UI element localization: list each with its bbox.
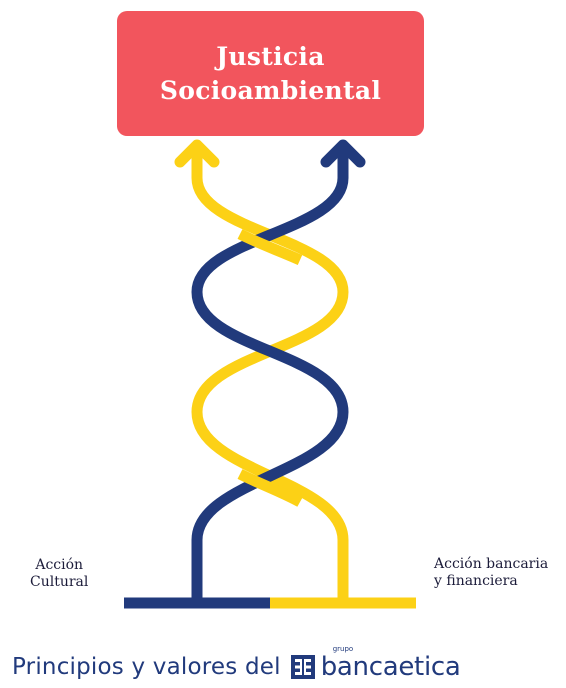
label-right-line2: y financiera [434,573,518,589]
yellow-strand-crossing-3 [237,229,303,266]
label-left-line2: Cultural [30,574,89,590]
navy-strand-middle [191,291,349,413]
navy-strand-upper [191,150,349,293]
goal-title-line2: Socioambiental [159,75,382,105]
label-right-line1: Acción bancaria [434,556,549,572]
yellow-arrow-up-icon [174,139,220,168]
bancaetica-logo-icon [290,655,315,679]
yellow-strand-crossing-1 [237,469,303,507]
footer-tagline: Principios y valores del [12,654,281,680]
goal-box: Justicia Socioambiental [117,11,424,136]
brand-name: bancaetica [320,652,461,682]
yellow-strand-upper [191,150,349,293]
label-accion-bancaria: Acción bancaria y financiera [434,556,548,590]
label-left-line1: Acción [35,557,84,573]
goal-title-line1: Justicia [216,41,325,71]
footer: Principios y valores del grupo bancaetic… [12,645,461,683]
brand-group-label: grupo [332,645,354,653]
double-helix-diagram [124,139,416,609]
label-accion-cultural: Acción Cultural [30,557,88,591]
navy-arrow-up-icon [320,139,366,168]
brand-wordmark: grupo bancaetica [320,645,461,682]
